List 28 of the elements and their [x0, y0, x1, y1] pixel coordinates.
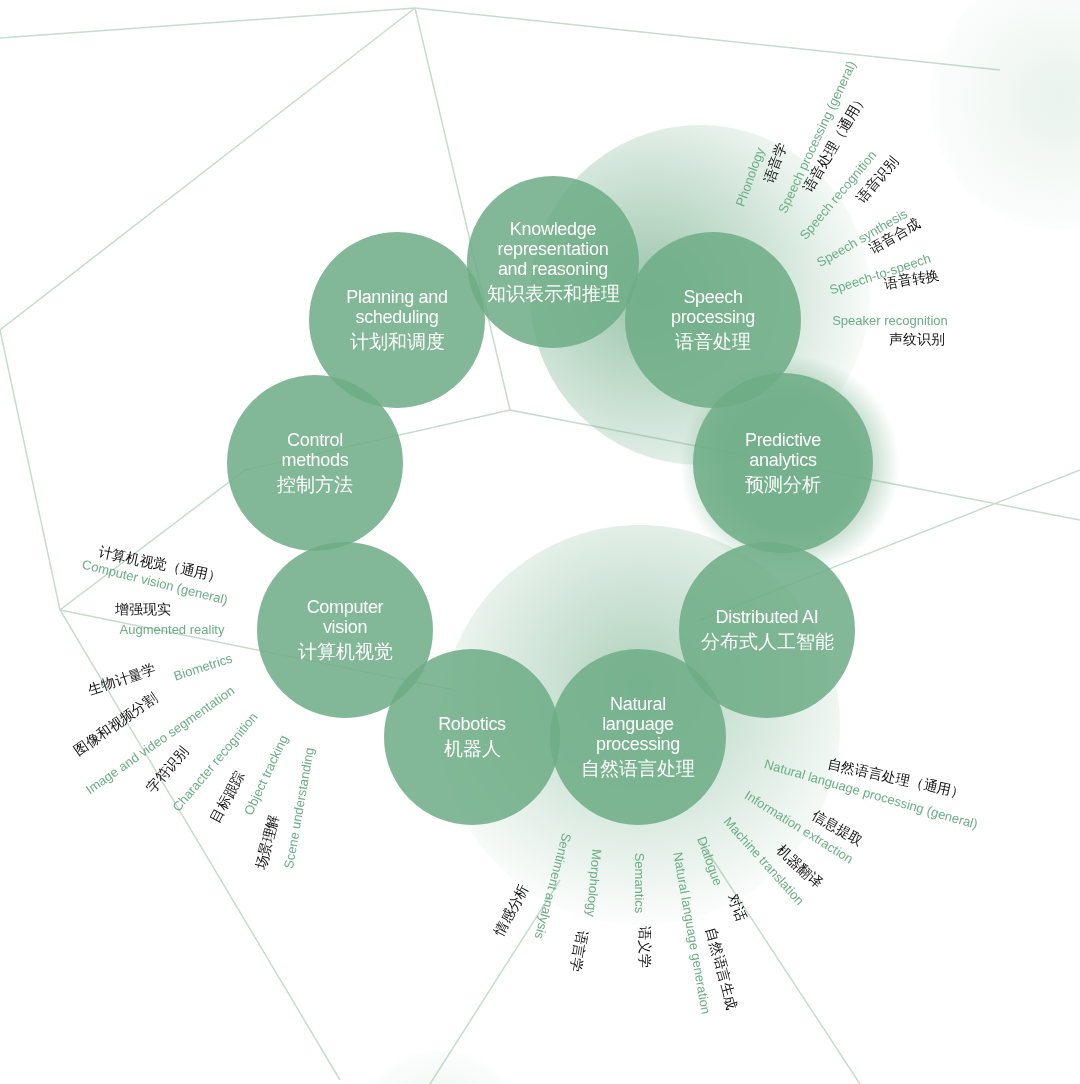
subtopic-label: 增强现实 [115, 601, 171, 619]
subtopic-label: Morphology [583, 848, 605, 918]
topic-name: Robotics [437, 714, 507, 734]
topic-name: Distributed AI [714, 607, 820, 627]
subtopic-label: 语义学 [636, 926, 653, 968]
topic-name: Natural language processing [594, 694, 682, 754]
topic-name: Computer vision [305, 597, 385, 637]
topic-name: Knowledge representation and reasoning [496, 219, 610, 279]
topic-name-chinese: 计划和调度 [349, 329, 445, 353]
subtopic-label: 语言学 [566, 928, 591, 974]
topic-name-chinese: 语音处理 [675, 329, 751, 353]
topic-name: Planning and scheduling [345, 287, 449, 327]
subtopic-label: 对话 [724, 891, 751, 925]
topic-name-chinese: 控制方法 [277, 472, 353, 496]
subtopic-label: Augmented reality [119, 621, 225, 637]
topic-name: Speech processing [669, 287, 757, 327]
topic-name-chinese: 知识表示和推理 [486, 281, 620, 305]
subtopic-label: Speaker recognition [832, 312, 948, 328]
topic-name-chinese: 机器人 [443, 736, 501, 760]
topic-name-chinese: 分布式人工智能 [700, 629, 834, 653]
topic-name: Control methods [280, 430, 350, 470]
topic-name-chinese: 预测分析 [745, 472, 821, 496]
topic-name-chinese: 自然语言处理 [581, 756, 695, 780]
topic-name-chinese: 计算机视觉 [297, 639, 393, 663]
subtopic-label: 声纹识别 [889, 331, 945, 349]
topic-name: Predictive analytics [743, 430, 822, 470]
subtopic-label: Semantics [631, 852, 647, 914]
subtopic-label: 情感分析 [490, 881, 533, 939]
